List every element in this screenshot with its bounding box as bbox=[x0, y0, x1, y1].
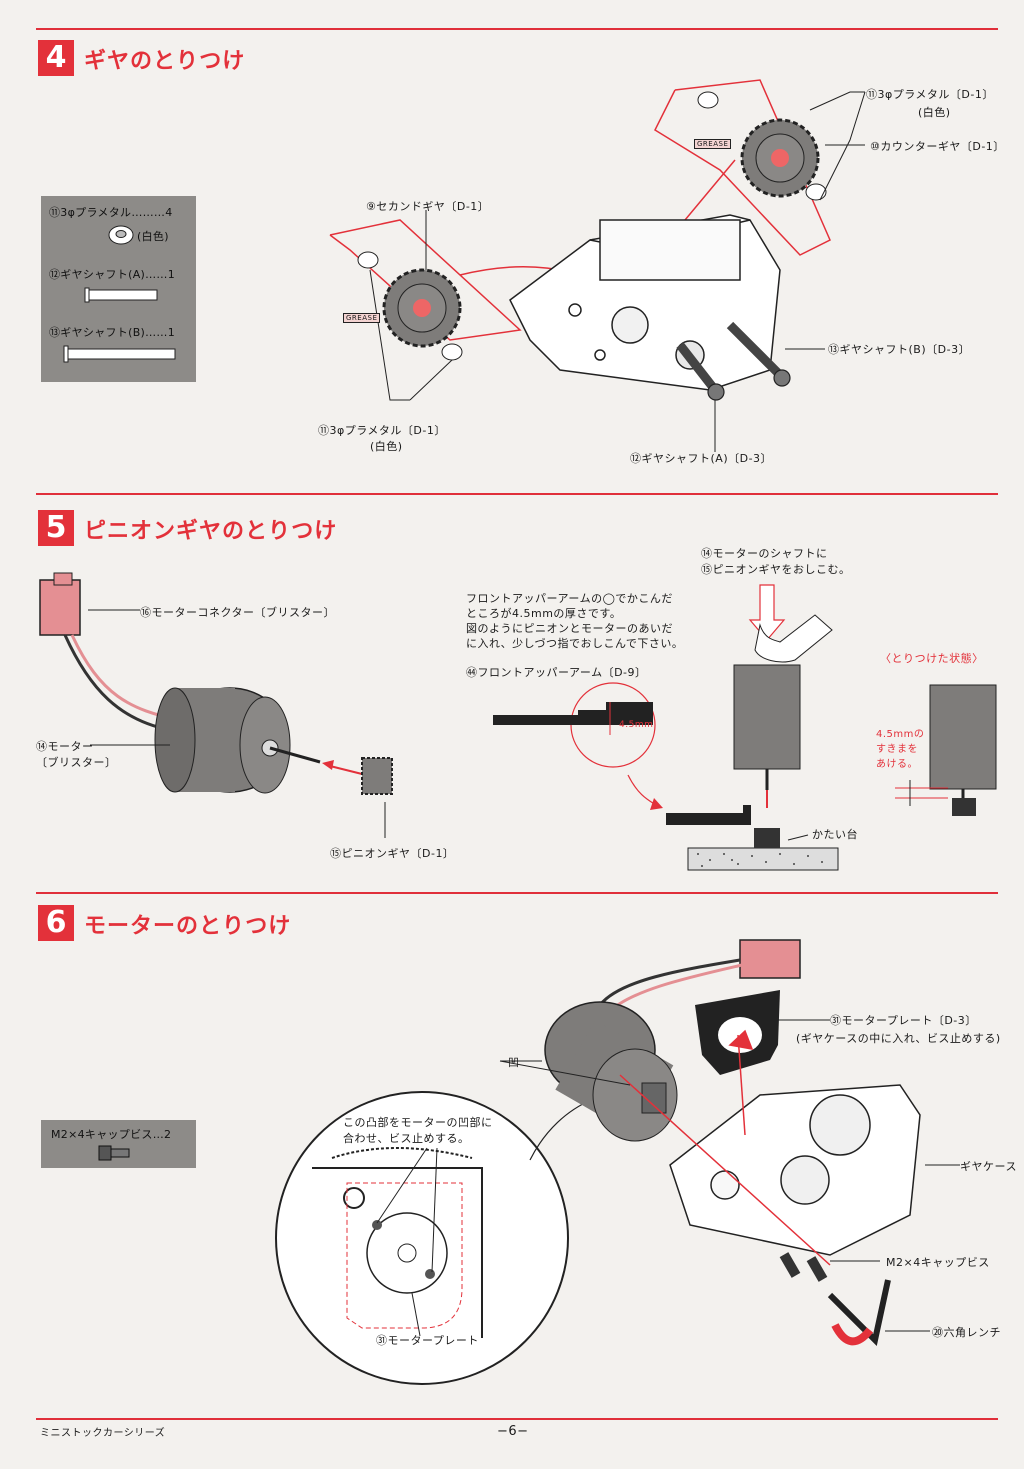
footer-series: ミニストックカーシリーズ bbox=[40, 1428, 166, 1439]
press-pinion-illustration bbox=[733, 584, 833, 808]
press-line-2: ⑮ピニオンギヤをおしこむ。 bbox=[701, 563, 851, 576]
label-installed-state: 〈とりつけた状態〉 bbox=[880, 652, 984, 665]
grease-tag-second: GREASE bbox=[343, 313, 381, 323]
label-shaft-b: ⑬ギヤシャフト(B)〔D-3〕 bbox=[828, 343, 971, 356]
section-6-parts-box: M2×4キャップビス…2 bbox=[41, 1120, 196, 1168]
press-motor-shape bbox=[733, 664, 801, 770]
connector-shape bbox=[39, 579, 81, 636]
parts-item-shaft-a: ⑫ギヤシャフト(A)……1 bbox=[49, 268, 176, 281]
shaft-b-part-icon bbox=[63, 345, 176, 363]
section-4-title: ギヤのとりつけ bbox=[84, 49, 246, 74]
label-motor-sub: 〔ブリスター〕 bbox=[36, 756, 117, 769]
counter-gear-shape bbox=[697, 91, 827, 201]
footer-page-number: −6− bbox=[497, 1424, 529, 1439]
label-bearing-bottom: ⑪3φプラメタル〔D-1〕 bbox=[318, 424, 446, 437]
label-motor: ⑭モーター bbox=[36, 740, 94, 753]
section-4-parts-box: ⑪3φプラメタル………4 (白色) ⑫ギヤシャフト(A)……1 ⑬ギヤシャフト(… bbox=[41, 196, 196, 382]
label-bearing-top-color: (白色) bbox=[918, 106, 951, 119]
note-line-2: ところが4.5mmの厚さです。 bbox=[466, 607, 622, 620]
motor-install-illustration bbox=[499, 939, 960, 1347]
callout-line-1: この凸部をモーターの凹部に bbox=[343, 1116, 493, 1129]
label-thickness: 4.5mm bbox=[619, 720, 654, 730]
gearbox-assembly-illustration bbox=[329, 79, 866, 452]
label-counter-gear: ⑩カウンターギヤ〔D-1〕 bbox=[870, 140, 1005, 153]
gap-line-2: すきまを bbox=[876, 744, 918, 755]
section-5-number: 5 bbox=[38, 510, 74, 546]
connector-shape-2 bbox=[739, 939, 801, 979]
section-5-title: ピニオンギヤのとりつけ bbox=[84, 519, 338, 544]
section-4-top-rule bbox=[36, 28, 998, 30]
parts-item-shaft-b: ⑬ギヤシャフト(B)……1 bbox=[49, 326, 176, 339]
label-hard-base: かたい台 bbox=[812, 828, 858, 841]
label-cap-screw: M2×4キャップビス bbox=[886, 1256, 990, 1269]
label-recess: 凹 bbox=[508, 1056, 520, 1069]
label-motor-plate: ㉛モータープレート〔D-3〕 bbox=[830, 1014, 977, 1027]
label-bearing-top: ⑪3φプラメタル〔D-1〕 bbox=[866, 88, 994, 101]
grease-tag-counter: GREASE bbox=[694, 139, 732, 149]
label-hex-wrench: ⑳六角レンチ bbox=[932, 1326, 1001, 1339]
section-5-top-rule bbox=[36, 493, 998, 495]
second-gear-shape bbox=[357, 251, 463, 361]
label-plate-detail: ㉛モータープレート bbox=[376, 1334, 479, 1347]
section-6-top-rule bbox=[36, 892, 998, 894]
cap-screw-part-icon bbox=[98, 1145, 130, 1161]
motor-plate-detail-circle bbox=[275, 1091, 569, 1385]
label-gear-case: ギヤケース bbox=[960, 1160, 1017, 1173]
press-line-1: ⑭モーターのシャフトに bbox=[701, 547, 828, 560]
note-line-1: フロントアッパーアームの◯でかこんだ bbox=[466, 592, 673, 605]
label-front-upper-arm: ㊹フロントアッパーアーム〔D-9〕 bbox=[466, 666, 647, 679]
note-line-4: に入れ、少しづつ指でおしこんで下さい。 bbox=[466, 637, 684, 650]
section-6-title: モーターのとりつけ bbox=[84, 914, 292, 939]
section-4-number: 4 bbox=[38, 40, 74, 76]
motor-with-connector-illustration bbox=[39, 572, 393, 838]
gap-line-3: あける。 bbox=[876, 759, 918, 770]
label-second-gear: ⑨セカンドギヤ〔D-1〕 bbox=[366, 200, 490, 213]
installed-motor-illustration bbox=[895, 684, 997, 816]
gap-line-1: 4.5mmの bbox=[876, 729, 925, 740]
parts-item-bearing: ⑪3φプラメタル………4 bbox=[49, 206, 173, 219]
label-motor-plate-note: (ギヤケースの中に入れ、ビス止めする) bbox=[796, 1032, 1001, 1045]
parts-item-cap-screw: M2×4キャップビス…2 bbox=[51, 1128, 172, 1141]
hard-base-shape bbox=[687, 847, 839, 871]
note-line-3: 図のようにピニオンとモーターのあいだ bbox=[466, 622, 673, 635]
callout-line-2: 合わせ、ビス止めする。 bbox=[343, 1132, 470, 1145]
section-6-number: 6 bbox=[38, 905, 74, 941]
label-pinion: ⑮ピニオンギヤ〔D-1〕 bbox=[330, 847, 455, 860]
pinion-gear-shape bbox=[361, 757, 393, 795]
shaft-a-part-icon bbox=[84, 287, 158, 303]
label-shaft-a: ⑫ギヤシャフト(A)〔D-3〕 bbox=[630, 452, 773, 465]
front-arm-illustration bbox=[493, 682, 839, 871]
label-motor-connector: ⑯モーターコネクター〔ブリスター〕 bbox=[140, 606, 336, 619]
parts-item-bearing-color: (白色) bbox=[137, 230, 169, 243]
label-bearing-bottom-color: (白色) bbox=[370, 440, 403, 453]
bearing-part-icon bbox=[108, 225, 134, 245]
footer-rule bbox=[36, 1418, 998, 1420]
